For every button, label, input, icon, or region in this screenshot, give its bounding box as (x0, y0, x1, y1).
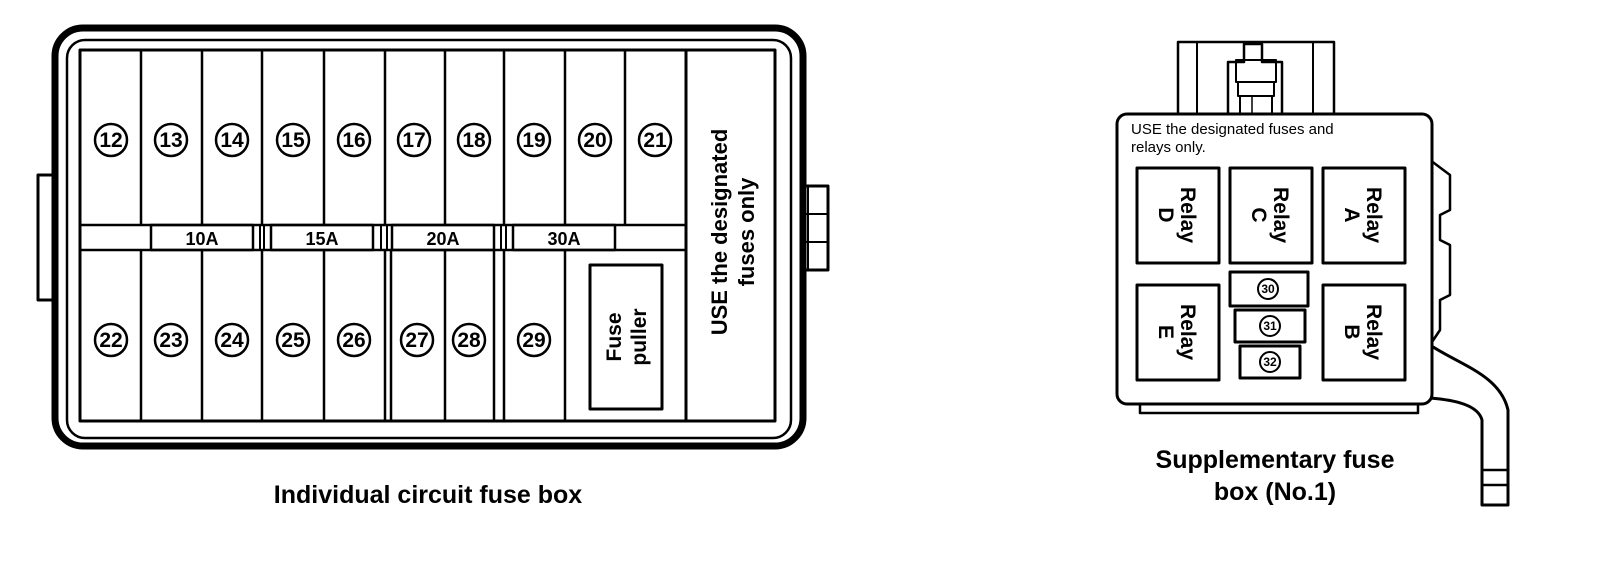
fuse-22-circle (93, 322, 129, 358)
fuse-23-label: 23 (159, 329, 182, 352)
fuse-31-slot (1233, 308, 1307, 344)
fuse-13-circle (153, 122, 189, 158)
relay-b-label-line1: Relay (1362, 304, 1385, 360)
relay-d-slot (1135, 166, 1221, 265)
fuse-30-slot (1228, 270, 1310, 308)
fuse-box-inner-frame (65, 38, 793, 440)
fuse-32-label: 32 (1263, 355, 1277, 369)
fuse-26-label: 26 (342, 329, 365, 352)
fuse-31-label: 31 (1263, 319, 1277, 333)
relay-b-label-line2: B (1340, 324, 1363, 339)
fuse-30-label: 30 (1261, 282, 1275, 296)
individual-box-caption: Individual circuit fuse box (274, 481, 582, 509)
fuse-20-circle (577, 122, 613, 158)
fuse-24-circle (214, 322, 250, 358)
fuse-22-label: 22 (99, 329, 122, 352)
fuse-30-circle (1257, 278, 1279, 300)
fuse-29-label: 29 (522, 329, 545, 352)
fuse-27-label: 27 (405, 329, 428, 352)
fuse-17-label: 17 (402, 129, 425, 152)
fuse-14-label: 14 (220, 129, 244, 152)
bottom-fuse-row (93, 322, 552, 358)
fuse-17-circle (396, 122, 432, 158)
relay-c-slot (1228, 166, 1314, 265)
fuse-16-circle (336, 122, 372, 158)
relay-e-label-line2: E (1154, 325, 1177, 339)
fuse-28-label: 28 (457, 329, 481, 352)
supplementary-caption-line2: box (No.1) (1214, 478, 1336, 506)
fuse-23-circle (153, 322, 189, 358)
fuse-15-label: 15 (281, 129, 305, 152)
fuse-14-circle (214, 122, 250, 158)
fuse-29-circle (516, 322, 552, 358)
top-fuse-row (93, 122, 673, 158)
fuse-32-circle (1259, 351, 1281, 373)
relay-d-label-line1: Relay (1176, 187, 1199, 243)
fuse-puller-label-line1: Fuse (603, 312, 626, 361)
right-clip (1428, 159, 1452, 346)
relay-d-label-line2: D (1154, 207, 1177, 222)
fuse-31-circle (1259, 315, 1281, 337)
supplementary-caption-line1: Supplementary fuse (1156, 446, 1395, 474)
supplementary-note-line2: relays only. (1131, 139, 1206, 156)
fuse-24-label: 24 (220, 329, 244, 352)
relay-c-label-line2: C (1247, 207, 1270, 222)
relay-a-label-line1: Relay (1362, 187, 1385, 243)
fuse-25-circle (275, 322, 311, 358)
relay-b-slot (1321, 283, 1407, 382)
top-connector (1176, 40, 1336, 116)
individual-box-note-line1: USE the designated (707, 129, 732, 336)
supplementary-note-line1: USE the designated fuses and (1131, 121, 1334, 138)
relay-c-label-line1: Relay (1269, 187, 1292, 243)
fuse-16-label: 16 (342, 129, 365, 152)
relay-e-slot (1135, 283, 1221, 382)
fuse-32-slot (1238, 344, 1302, 380)
fuse-21-circle (637, 122, 673, 158)
individual-box-note-line2: fuses only (734, 177, 759, 287)
fuse-19-circle (516, 122, 552, 158)
supplementary-fuse-box (1115, 40, 1510, 507)
fuse-panel (78, 48, 777, 423)
fuse-12-label: 12 (99, 129, 122, 152)
fuse-puller-label-line2: puller (628, 308, 651, 365)
right-mount-tab (801, 184, 830, 272)
amperage-label-10a: 10A (185, 229, 218, 249)
fuse-19-label: 19 (522, 129, 545, 152)
supplementary-housing (1115, 112, 1434, 406)
fuse-13-label: 13 (159, 129, 182, 152)
amperage-label-15a: 15A (305, 229, 338, 249)
fuse-25-label: 25 (281, 329, 305, 352)
fuse-12-circle (93, 122, 129, 158)
fuse-18-label: 18 (462, 129, 486, 152)
fuse-18-circle (456, 122, 492, 158)
relay-a-slot (1321, 166, 1407, 265)
fuse-21-label: 21 (643, 129, 667, 152)
relay-e-label-line1: Relay (1176, 304, 1199, 360)
amperage-label-20a: 20A (426, 229, 459, 249)
fuse-15-circle (275, 122, 311, 158)
fuse-28-circle (451, 322, 487, 358)
fuse-26-circle (336, 322, 372, 358)
relay-a-label-line2: A (1340, 207, 1363, 222)
fuse-27-circle (399, 322, 435, 358)
cable (1429, 343, 1510, 507)
fuse-20-label: 20 (583, 129, 606, 152)
fuse-puller (588, 263, 664, 411)
amperage-label-30a: 30A (547, 229, 580, 249)
